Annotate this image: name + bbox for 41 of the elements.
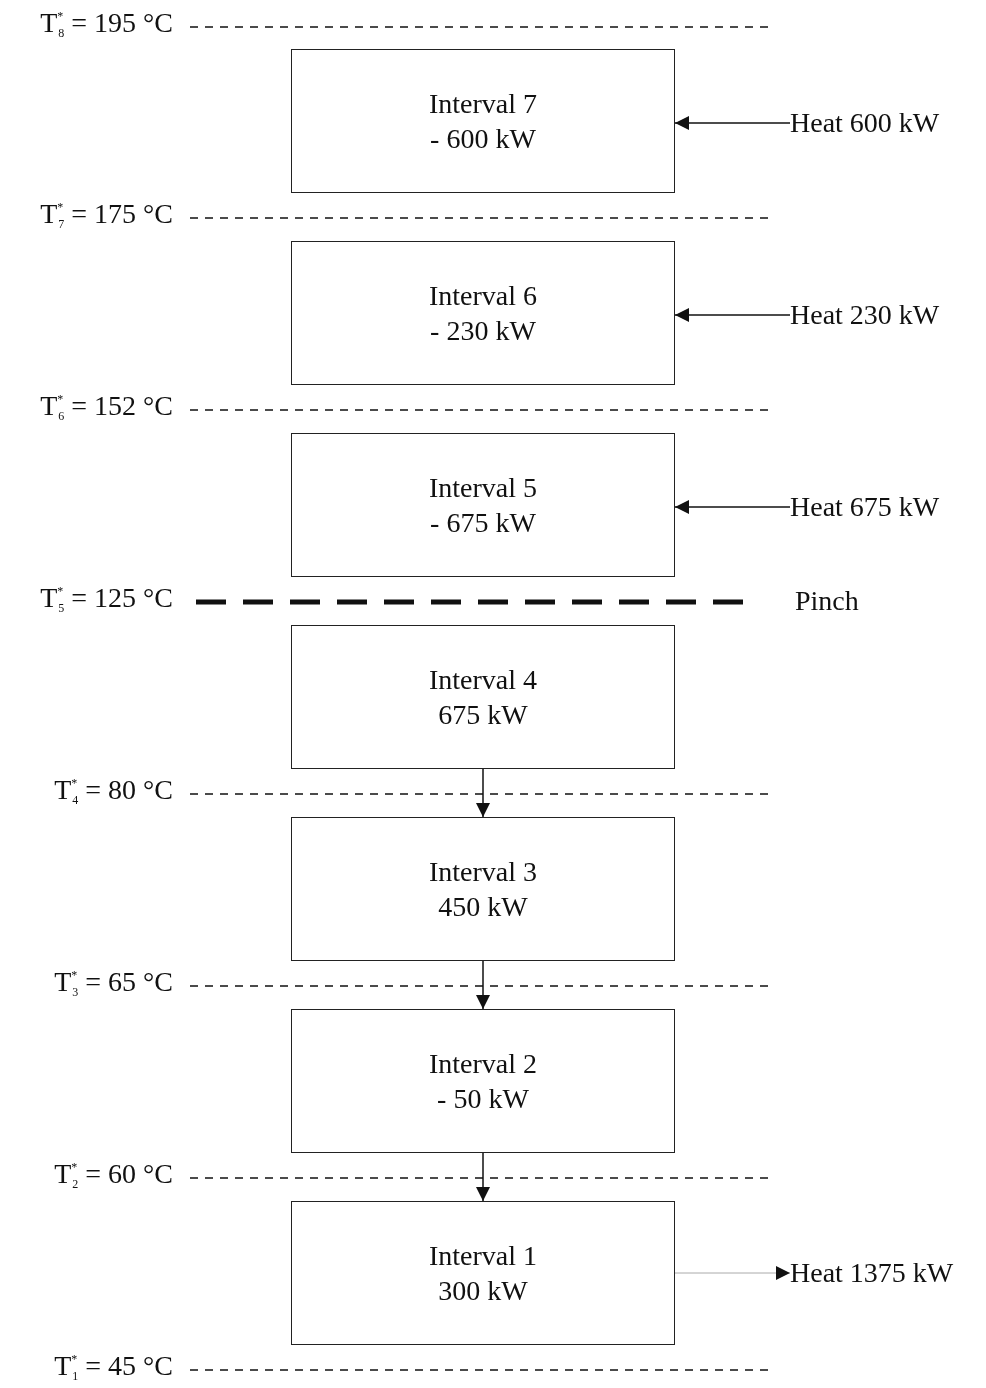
heat-label: Heat 230 kW: [790, 298, 940, 332]
arrow: [674, 308, 791, 322]
interval-box: [291, 817, 675, 961]
interval-box: [291, 241, 675, 385]
temperature-label: T$^{*}$$_{2}$ = 60 °C: [54, 1157, 173, 1191]
temperature-label: T$^{*}$$_{4}$ = 80 °C: [54, 773, 173, 807]
interval-title: Interval 7: [428, 87, 538, 121]
interval-title: Interval 3: [428, 855, 538, 889]
heat-value: 675 kW: [438, 698, 528, 732]
heat-value: 450 kW: [438, 890, 528, 924]
temperature-label: T$^{*}$$_{1}$ = 45 °C: [54, 1349, 173, 1383]
temperature-label: T$^{*}$$_{5}$ = 125 °C: [40, 581, 173, 615]
interval-box: [291, 625, 675, 769]
arrow: [476, 960, 490, 1010]
heat-label: Heat 1375 kW: [790, 1256, 954, 1290]
interval-box: [291, 1009, 675, 1153]
heat-label: Heat 600 kW: [790, 106, 940, 140]
arrow: [476, 1152, 490, 1202]
interval-box: [291, 1201, 675, 1345]
pinch-label: Pinch: [795, 584, 859, 618]
interval-box: [291, 433, 675, 577]
arrow: [674, 116, 791, 130]
heat-value: - 230 kW: [430, 314, 536, 348]
interval-title: Interval 2: [428, 1047, 538, 1081]
arrow: [674, 1266, 791, 1280]
heat-value: - 600 kW: [430, 122, 536, 156]
interval-title: Interval 6: [428, 279, 538, 313]
arrow: [476, 768, 490, 818]
interval-title: Interval 5: [428, 471, 538, 505]
temperature-label: T$^{*}$$_{8}$ = 195 °C: [40, 6, 173, 40]
temperature-label: T$^{*}$$_{3}$ = 65 °C: [54, 965, 173, 999]
interval-title: Interval 4: [428, 663, 538, 697]
heat-value: 300 kW: [438, 1274, 528, 1308]
heat-value: - 50 kW: [437, 1082, 529, 1116]
interval-title: Interval 1: [428, 1239, 538, 1273]
heat-value: - 675 kW: [430, 506, 536, 540]
temperature-label: T$^{*}$$_{7}$ = 175 °C: [40, 197, 173, 231]
interval-box: [291, 49, 675, 193]
temperature-label: T$^{*}$$_{6}$ = 152 °C: [40, 389, 173, 423]
arrow: [674, 500, 791, 514]
heat-label: Heat 675 kW: [790, 490, 940, 524]
